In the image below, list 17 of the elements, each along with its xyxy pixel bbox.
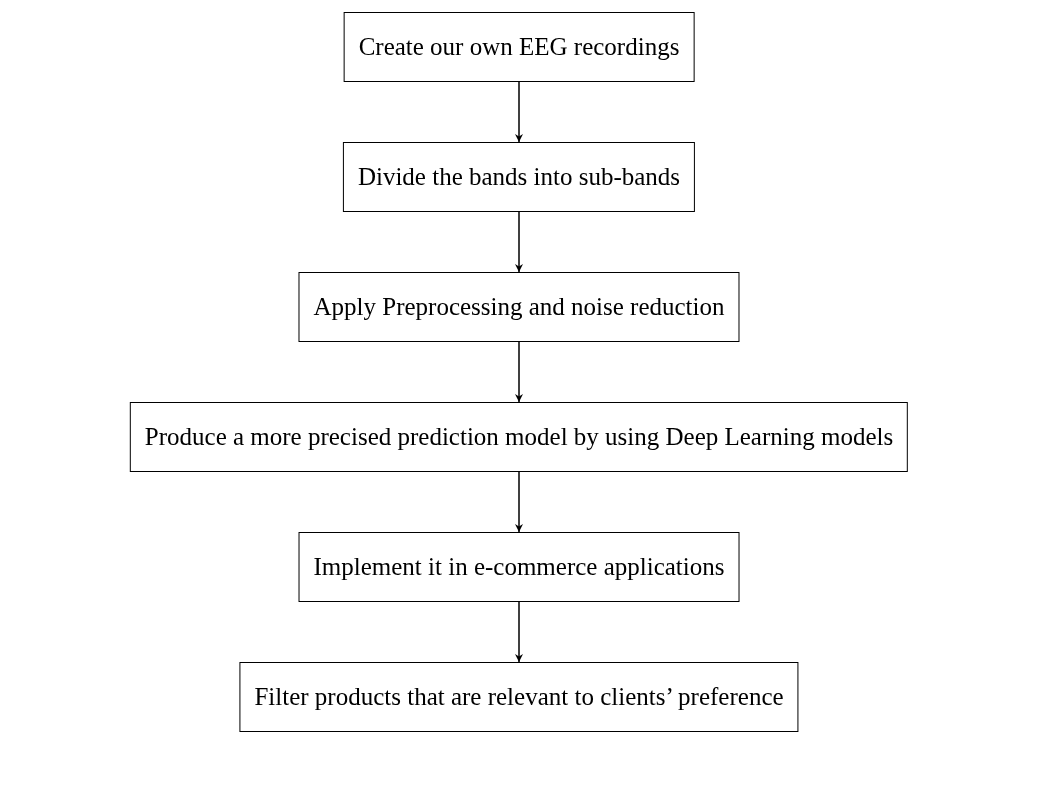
arrow (515, 601, 523, 663)
step-text: Implement it in e-commerce applications (313, 553, 725, 581)
arrow (515, 211, 523, 273)
process-box (129, 402, 909, 472)
step-text: Create our own EEG recordings (358, 33, 680, 61)
process-box (298, 532, 740, 602)
step-text: Filter products that are relevant to clients’ preference (254, 683, 784, 711)
arrow (515, 81, 523, 143)
step-text: Apply Preprocessing and noise reduction (313, 293, 725, 321)
process-box (298, 272, 740, 342)
process-box (343, 12, 695, 82)
step-text: Divide the bands into sub-bands (357, 163, 681, 191)
process-box (342, 142, 696, 212)
process-box (239, 662, 799, 732)
arrow (515, 341, 523, 403)
step-text: Produce a more precised prediction model by using Deep Learning models (144, 423, 894, 451)
arrow (515, 471, 523, 533)
